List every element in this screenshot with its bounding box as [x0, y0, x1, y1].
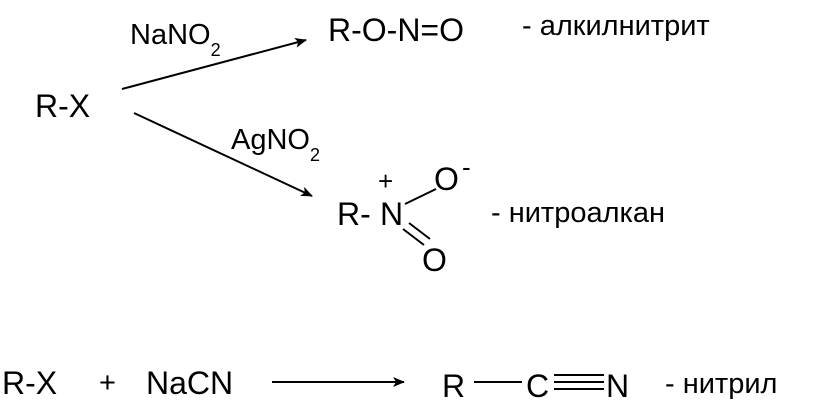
nitrile-nitrogen: N	[606, 368, 630, 404]
plus-sign: +	[99, 367, 116, 399]
reactant-rx: R-X	[35, 88, 91, 124]
oxygen-negative-charge: -	[462, 152, 471, 182]
reagent-agno2-main: AgNO	[231, 124, 310, 156]
product-nitrile-name: - нитрил	[665, 368, 778, 400]
reagent-agno2-subscript: 2	[309, 145, 320, 165]
product-nitroalkane-name: - нитроалкан	[491, 197, 665, 229]
reagent-nacn: NaCN	[146, 365, 234, 401]
nitroalkane-oxygen-bottom: O	[422, 242, 447, 278]
nitroalkane-nitrogen: N	[380, 196, 404, 232]
bond-n-o-bottom-1	[402, 228, 425, 246]
reagent-agno2: AgNO2	[231, 124, 320, 165]
reagent-nano2-subscript: 2	[210, 40, 221, 60]
nitrile-carbon: C	[526, 368, 550, 404]
reagent-nano2-main: NaNO	[130, 19, 211, 51]
reagent-nano2: NaNO2	[130, 19, 221, 60]
bond-n-o-top	[404, 188, 437, 205]
nitroalkane-oxygen-top: O	[434, 161, 459, 197]
product-alkylnitrite-name: - алкилнитрит	[522, 10, 710, 42]
nitrogen-positive-charge: +	[378, 166, 394, 196]
product-alkylnitrite-formula: R-O-N=O	[328, 12, 464, 48]
reactant-rx-2: R-X	[2, 365, 58, 401]
nitroalkane-prefix: R-	[337, 196, 371, 232]
bond-n-o-bottom-2	[408, 222, 431, 240]
arrow-to-nitroalkane	[133, 112, 313, 197]
arrow-to-alkylnitrite	[121, 37, 307, 90]
nitrile-r: R	[442, 368, 466, 404]
